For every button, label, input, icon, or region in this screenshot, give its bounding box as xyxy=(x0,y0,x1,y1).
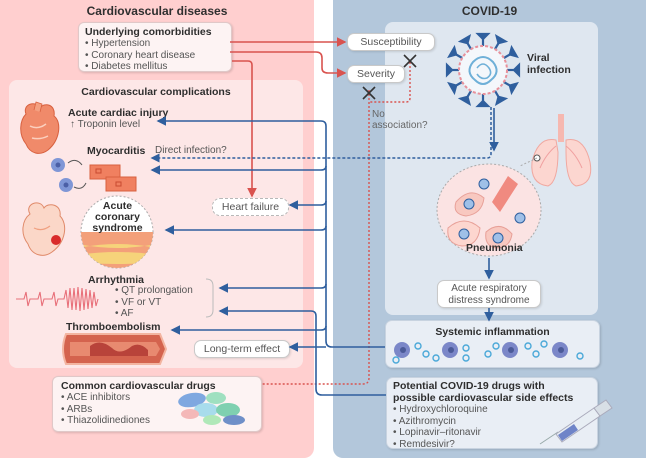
x-marks xyxy=(362,54,417,100)
heart-icon xyxy=(20,101,60,154)
cardiovascular-drugs-title: Common cardiovascular drugs xyxy=(61,380,216,392)
arrhythmia-item: • QT prolongation xyxy=(115,285,193,296)
acute-cardiac-injury-title: Acute cardiac injury xyxy=(68,107,169,119)
thromboembolism-title: Thromboembolism xyxy=(66,321,161,333)
pills-icon xyxy=(178,392,245,425)
red-dashed-lines xyxy=(262,62,411,385)
covid-drug-item: • Hydroxychloroquine xyxy=(393,404,488,415)
immune-cells-icon xyxy=(392,340,584,364)
drug-item: • ACE inhibitors xyxy=(61,392,131,403)
red-arrows xyxy=(230,37,347,198)
severity-box: Severity xyxy=(347,65,405,83)
acs-title: Acute coronary syndrome xyxy=(92,200,143,234)
heart-with-blockage-icon xyxy=(22,202,66,256)
coronavirus-icon xyxy=(445,32,521,108)
drug-item: • ARBs xyxy=(61,403,93,415)
blue-arrows xyxy=(150,108,499,396)
long-term-effect-box: Long-term effect xyxy=(194,340,290,358)
ecg-waveform-icon xyxy=(16,286,99,312)
covid-drug-item: • Lopinavir–ritonavir xyxy=(393,427,481,438)
pneumonia-label: Pneumonia xyxy=(466,242,523,254)
comorbidities-box: Underlying comorbidities • Hypertension … xyxy=(78,22,232,72)
arrhythmia-bracket xyxy=(205,278,214,318)
comorbidity-item: • Diabetes mellitus xyxy=(85,61,168,72)
arrhythmia-item: • VF or VT xyxy=(115,296,162,308)
lungs-icon xyxy=(531,114,592,187)
arrhythmia-list: • QT prolongation • VF or VT • AF xyxy=(115,285,193,320)
blood-vessel-clot-icon xyxy=(62,333,168,365)
viral-infection-label: Viral infection xyxy=(527,52,571,76)
covid-drugs-title: Potential COVID-19 drugs with possible c… xyxy=(393,380,574,404)
no-association-label: No association? xyxy=(372,109,428,131)
arrhythmia-item: • AF xyxy=(115,308,134,319)
cardiovascular-diseases-title: Cardiovascular diseases xyxy=(86,4,228,18)
drug-item: • Thiazolidinediones xyxy=(61,415,150,426)
covid-19-title: COVID-19 xyxy=(461,4,518,18)
comorbidity-item: • Hypertension xyxy=(85,38,151,49)
blue-dashed-lines xyxy=(150,107,492,163)
comorbidity-item: • Coronary heart disease xyxy=(85,49,196,61)
systemic-inflammation-title: Systemic inflammation xyxy=(435,326,550,338)
myocarditis-cells-icon xyxy=(51,158,137,192)
acs-artery-illustration xyxy=(80,195,154,269)
direct-infection-label: Direct infection? xyxy=(155,145,227,156)
comorbidities-title: Underlying comorbidities xyxy=(85,26,212,38)
complications-title: Cardiovascular complications xyxy=(81,86,231,98)
troponin-level-label: ↑ Troponin level xyxy=(70,119,141,130)
pneumonia-alveoli-icon xyxy=(436,163,542,257)
susceptibility-box: Susceptibility xyxy=(347,33,435,51)
ards-box: Acute respiratory distress syndrome xyxy=(437,280,541,308)
myocarditis-title: Myocarditis xyxy=(87,145,146,157)
arrhythmia-title: Arrhythmia xyxy=(88,274,145,286)
covid-drugs-box: Potential COVID-19 drugs with possible c… xyxy=(386,377,598,450)
covid-drug-item: • Azithromycin xyxy=(393,415,456,427)
syringe-icon xyxy=(539,399,613,445)
covid-drug-item: • Remdesivir? xyxy=(393,438,455,450)
